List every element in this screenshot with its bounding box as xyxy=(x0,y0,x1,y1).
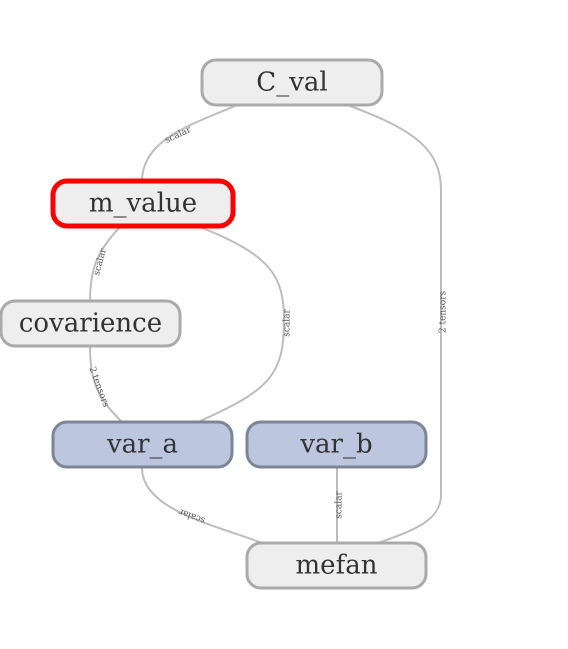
node-m_value[interactable]: m_value xyxy=(50,178,236,229)
node-box-var_b[interactable] xyxy=(245,420,428,469)
edge-m_value-to-covarience xyxy=(89,226,121,302)
node-label-var_b: var_b xyxy=(299,430,372,460)
node-box-covarience[interactable] xyxy=(0,299,182,348)
node-c_val[interactable]: C_val xyxy=(200,58,384,107)
edge-m_value-to-var_a xyxy=(197,226,286,423)
node-mefan[interactable]: mefan xyxy=(245,541,428,590)
edge-label-m_value-to-covarience: scalar xyxy=(92,247,109,277)
node-label-covarience: covarience xyxy=(19,309,162,339)
node-covarience[interactable]: covarience xyxy=(0,299,182,348)
edge-covarience-to-var_a xyxy=(89,346,123,423)
edge-label-c_val-to-mefan: 2 tensors xyxy=(439,290,449,333)
node-var_b[interactable]: var_b xyxy=(245,420,428,469)
edge-label-var_a-to-mefan: scalar xyxy=(177,506,207,525)
node-label-mefan: mefan xyxy=(296,551,378,581)
node-label-var_a: var_a xyxy=(106,430,178,460)
node-box-mefan[interactable] xyxy=(245,541,428,590)
edge-label-c_val-to-m_value: scalar xyxy=(164,125,194,146)
node-box-m_value[interactable] xyxy=(50,178,236,229)
edge-label-m_value-to-var_a: scalar xyxy=(283,309,293,337)
node-box-c_val[interactable] xyxy=(200,58,384,107)
node-label-c_val: C_val xyxy=(256,68,327,98)
edge-var_a-to-mefan xyxy=(141,467,263,544)
node-var_a[interactable]: var_a xyxy=(51,420,234,469)
node-box-var_a[interactable] xyxy=(51,420,234,469)
node-label-m_value: m_value xyxy=(89,189,197,219)
edge-c_val-to-mefan xyxy=(349,105,442,544)
edge-c_val-to-m_value xyxy=(141,105,236,182)
edge-label-covarience-to-var_a: 2 tensors xyxy=(87,366,111,410)
edge-label-var_b-to-mefan: scalar xyxy=(335,491,345,519)
